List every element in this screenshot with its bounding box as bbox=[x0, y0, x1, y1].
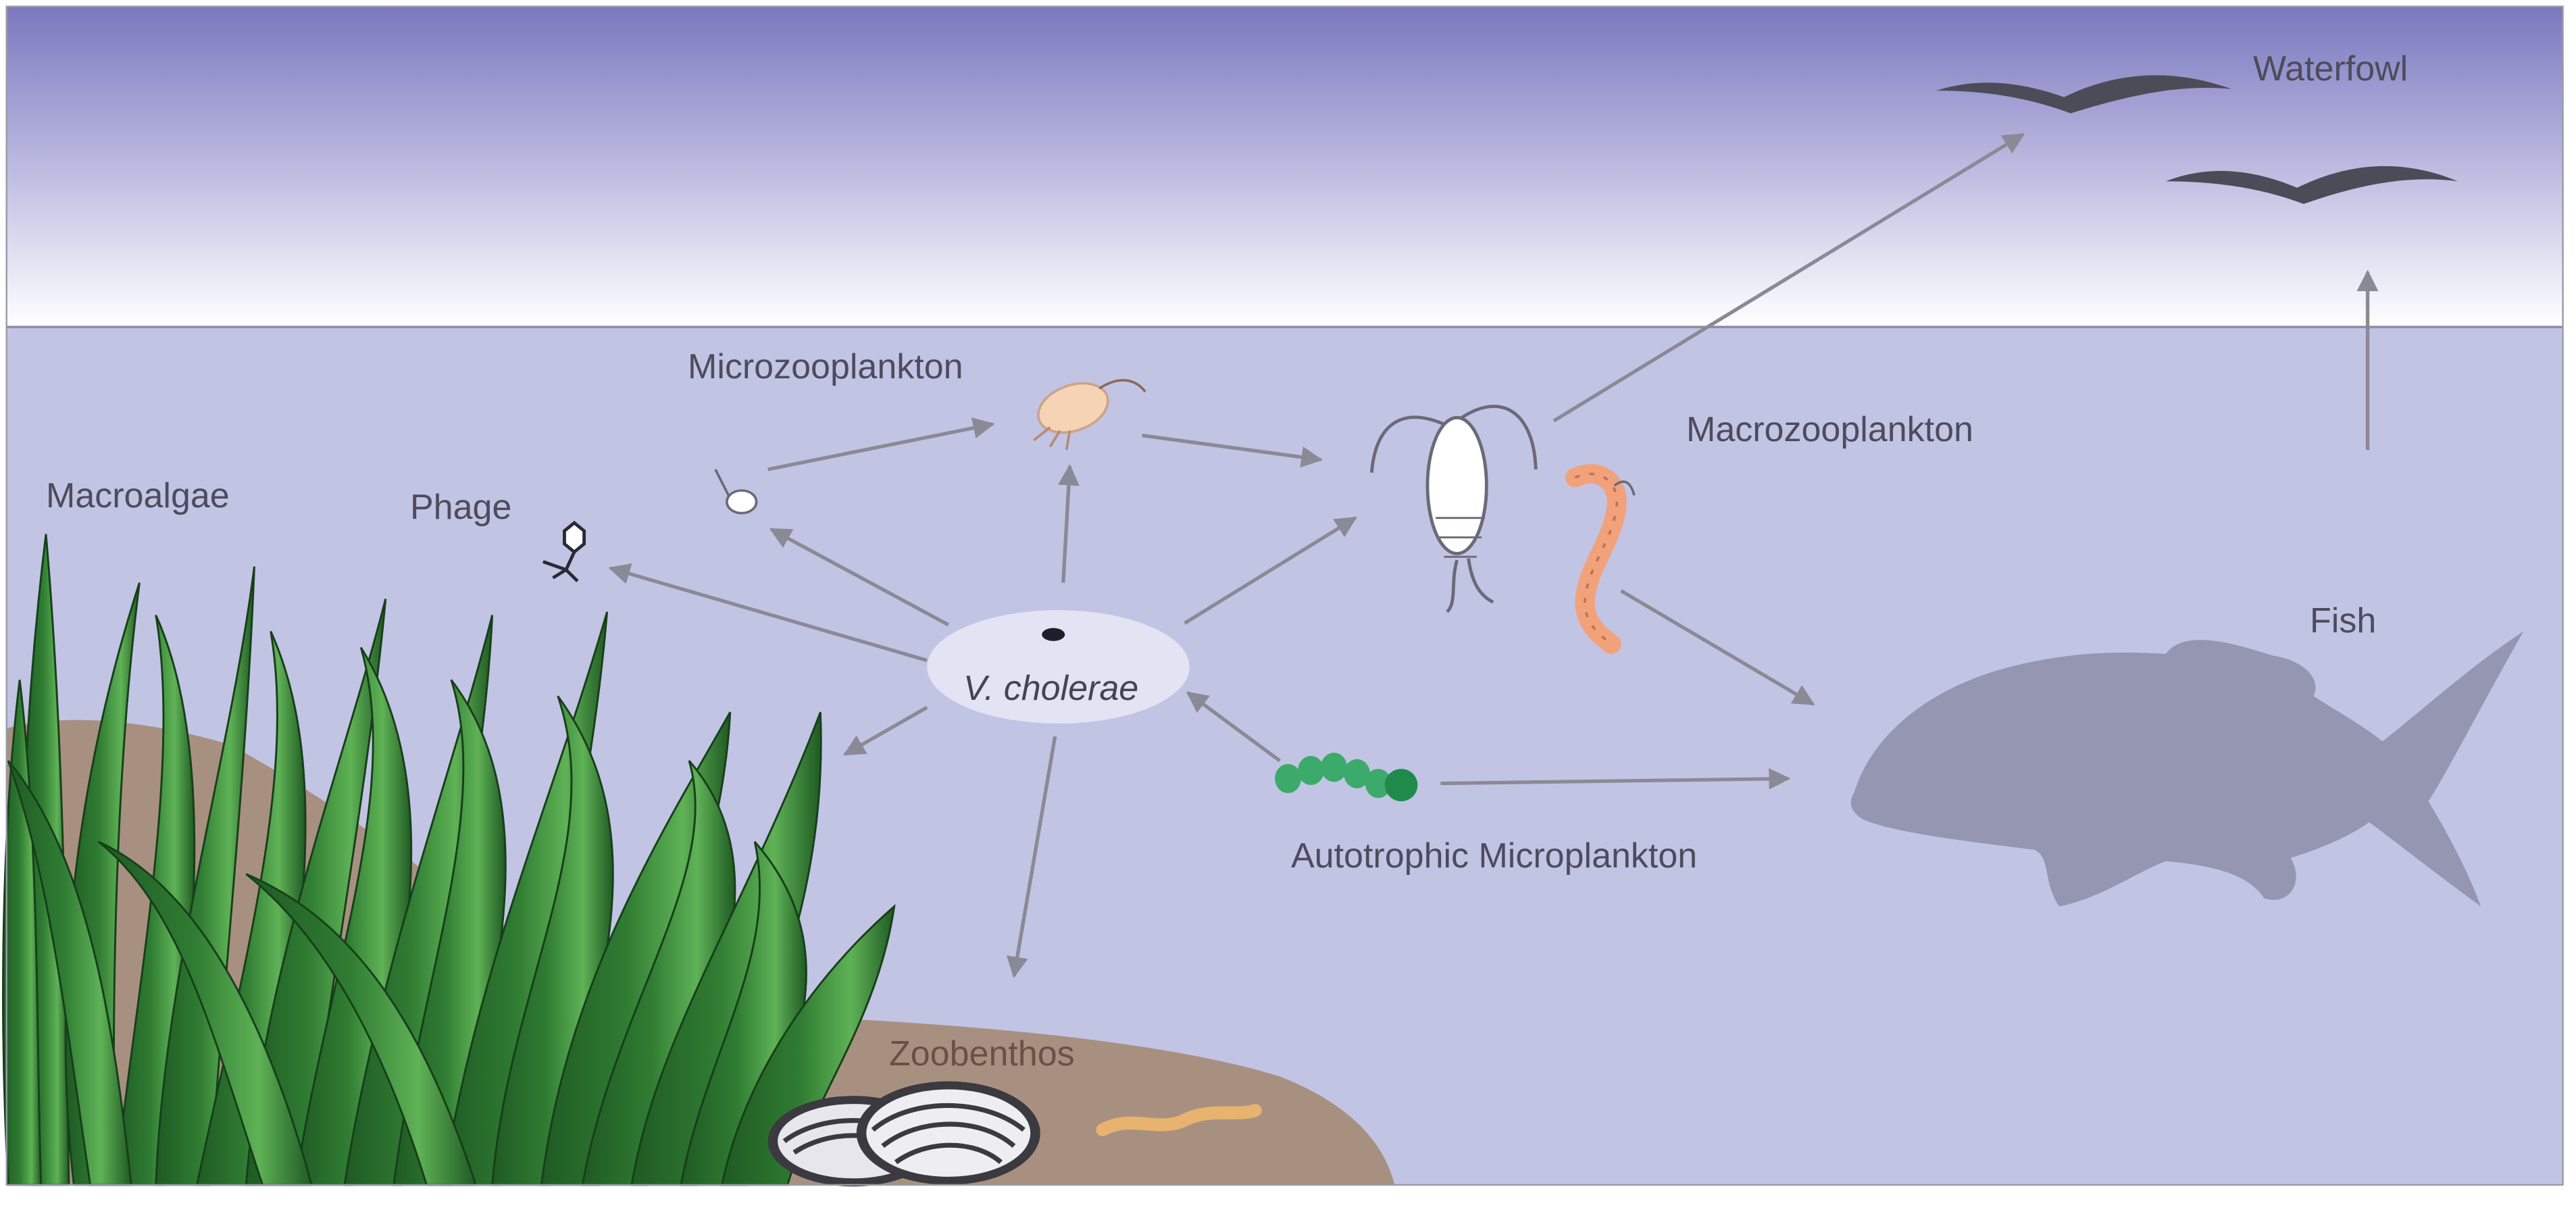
arrow-shrimp-to-fish bbox=[1620, 589, 1815, 706]
arrow-ciliate-to-microzooplankton bbox=[767, 417, 995, 472]
label-phage: Phage bbox=[410, 488, 512, 527]
ciliate-icon bbox=[714, 469, 758, 515]
label-waterfowl: Waterfowl bbox=[2253, 49, 2408, 88]
arrow-vibrio-to-zoobenthos bbox=[1006, 736, 1057, 978]
arrow-macrozooplankton-to-waterfowl bbox=[1552, 132, 2025, 423]
copepod-icon bbox=[1369, 405, 1538, 613]
arrow-autotrophic-to-fish bbox=[1440, 768, 1791, 790]
vibrio-cell-icon bbox=[927, 610, 1190, 724]
arrow-autotrophic-to-vibrio bbox=[1186, 691, 1281, 763]
fish-icon bbox=[1850, 631, 2524, 907]
arrow-microzooplankton-to-macrozooplankton bbox=[1141, 433, 1323, 468]
arrows bbox=[608, 132, 2379, 978]
seagrass-icon bbox=[2, 534, 896, 1186]
arrow-vibrio-to-macrozooplankton bbox=[1184, 516, 1357, 625]
mussel-icon bbox=[767, 1081, 1040, 1187]
label-microzooplankton: Microzooplankton bbox=[688, 347, 963, 386]
vibrio-dot bbox=[1042, 628, 1065, 641]
frame bbox=[5, 5, 2564, 1186]
arrow-vibrio-to-macroalgae bbox=[842, 705, 928, 756]
arrow-vibrio-to-phage bbox=[608, 563, 928, 663]
label-macroalgae: Macroalgae bbox=[46, 476, 230, 515]
label-vcholerae: V. cholerae bbox=[963, 669, 1139, 708]
label-fish: Fish bbox=[2310, 601, 2377, 640]
worm-icon bbox=[1096, 1104, 1262, 1136]
cyanobacteria-icon bbox=[1275, 753, 1418, 802]
arrow-vibrio-to-ciliate bbox=[769, 528, 950, 627]
label-zoobenthos: Zoobenthos bbox=[889, 1034, 1075, 1073]
sky bbox=[6, 6, 2563, 327]
label-autotrophic-microplankton: Autotrophic Microplankton bbox=[1291, 836, 1698, 876]
bird-icon bbox=[2165, 166, 2458, 204]
phage-icon bbox=[542, 520, 586, 582]
shrimp-icon bbox=[1565, 464, 1636, 654]
bird-icon bbox=[1936, 75, 2231, 113]
label-macrozooplankton: Macrozooplankton bbox=[1686, 410, 1973, 449]
arrow-vibrio-to-microzooplankton bbox=[1057, 463, 1080, 583]
copepod-icon bbox=[1032, 379, 1146, 451]
